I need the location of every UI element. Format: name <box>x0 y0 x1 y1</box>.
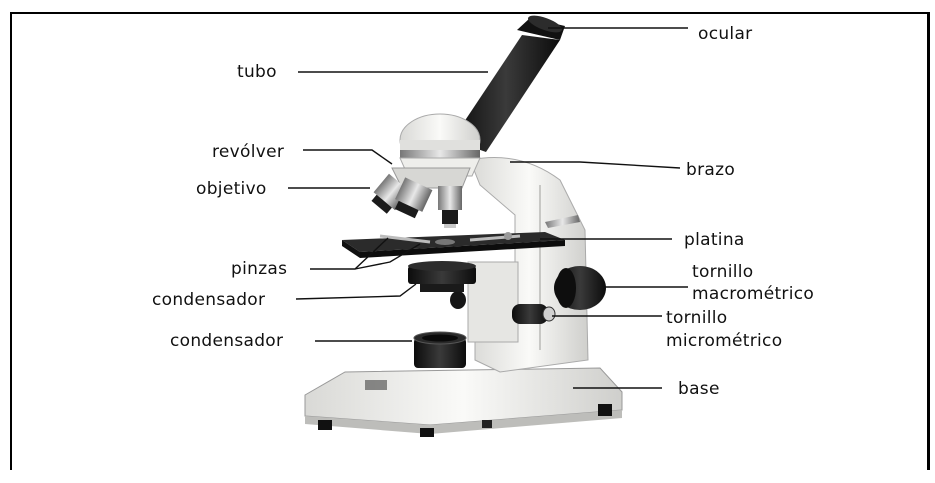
leader-revolver <box>303 150 392 164</box>
leader-condensador-1 <box>296 284 416 299</box>
label-tornillo-macro-line2: macrométrico <box>692 284 814 304</box>
label-platina: platina <box>684 230 745 250</box>
label-base: base <box>678 379 720 399</box>
sub-stage-condenser <box>408 261 476 292</box>
label-tornillo-micro-line2: micrométrico <box>666 331 782 351</box>
label-objetivo: objetivo <box>196 179 267 199</box>
label-ocular: ocular <box>698 24 752 44</box>
microscope-arm <box>468 158 588 373</box>
microscope-base <box>305 368 622 437</box>
label-pinzas: pinzas <box>231 259 287 279</box>
microscope-head <box>400 114 480 176</box>
label-brazo: brazo <box>686 160 735 180</box>
label-tubo: tubo <box>237 62 277 82</box>
fine-focus-knob <box>512 304 555 324</box>
label-tornillo-micro-line1: tornillo <box>666 308 728 328</box>
label-condensador-lower: condensador <box>170 331 283 351</box>
label-tornillo-macro-line1: tornillo <box>692 262 754 282</box>
label-revolver: revólver <box>212 142 284 162</box>
label-condensador-upper: condensador <box>152 290 265 310</box>
lamp-condenser <box>414 332 466 368</box>
